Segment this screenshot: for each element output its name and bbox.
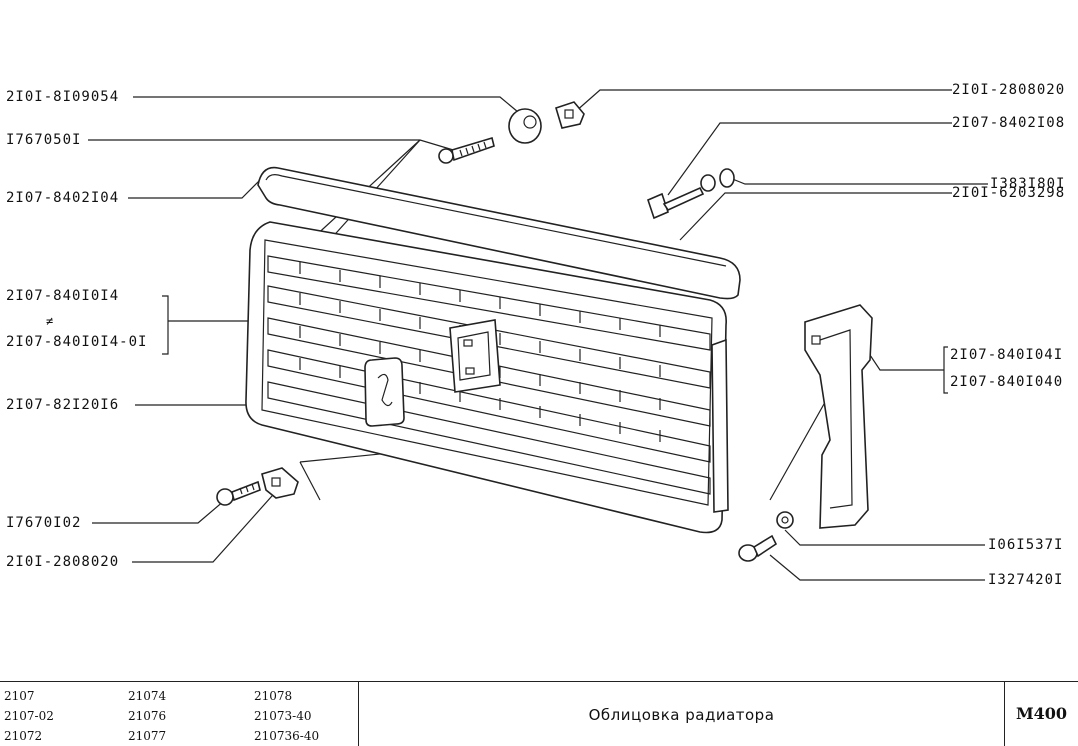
model-code: 21074	[128, 689, 167, 703]
model-code: 2107	[4, 689, 35, 703]
emblem-badge	[364, 357, 405, 427]
bolt-right	[647, 168, 735, 220]
model-code: 21073-40	[254, 709, 312, 723]
footer-divider	[358, 682, 359, 746]
callout-label-bracket-b: 2I07-840I040	[950, 374, 1064, 390]
exploded-view-drawing	[88, 89, 988, 581]
washer-bottom-right	[776, 511, 794, 529]
self-tapping-screw-top	[438, 136, 495, 164]
model-code: 21077	[128, 729, 167, 743]
side-bracket	[804, 304, 873, 529]
model-code: 21078	[254, 689, 293, 703]
top-trim-strip	[257, 166, 741, 300]
clip-top	[555, 101, 585, 129]
callout-label-screw-bracket: I327420I	[988, 572, 1064, 588]
model-code: 2107-02	[4, 709, 54, 723]
model-column-1: 2107 2107-02 21072	[4, 686, 54, 746]
screw-bottom-right	[738, 534, 778, 562]
model-column-3: 21078 21073-40 210736-40	[254, 686, 319, 746]
callout-label-grille-variant: 2I07-840I0I4-0I	[6, 334, 148, 350]
callout-label-clip-bottom: 2I0I-2808020	[6, 554, 120, 570]
model-code: 21076	[128, 709, 167, 723]
callout-label-nut: I383I80I	[990, 176, 1066, 192]
clip-bottom	[261, 467, 299, 499]
callout-label-bolt: 2I07-8402I08	[952, 115, 1066, 131]
footer-divider	[1004, 682, 1005, 746]
diagram-title: Облицовка радиатора	[588, 706, 775, 724]
model-code: 21072	[4, 729, 43, 743]
rubber-bushing	[508, 108, 542, 144]
callout-label-screw-bottom: I7670I02	[6, 515, 82, 531]
callout-label-screw-top: I767050I	[6, 132, 82, 148]
sheet-code: M400	[1015, 704, 1068, 723]
title-block: 2107 2107-02 21072 21074 21076 21077 210…	[0, 681, 1078, 746]
callout-label-bracket-a: 2I07-840I04I	[950, 347, 1064, 363]
callout-label-not-equal: ≠	[46, 314, 55, 328]
self-tapping-screw-bottom	[216, 480, 261, 506]
callout-label-bushing: 2I0I-8I09054	[6, 89, 120, 105]
callout-label-clip-top: 2I0I-2808020	[952, 82, 1066, 98]
model-column-2: 21074 21076 21077	[128, 686, 166, 746]
callout-label-washer-bottom: I06I537I	[988, 537, 1064, 553]
center-latch	[449, 319, 501, 393]
callout-label-top-trim: 2I07-8402I04	[6, 190, 120, 206]
callout-label-emblem: 2I07-82I20I6	[6, 397, 120, 413]
model-code: 210736-40	[254, 729, 320, 743]
callout-label-washer: 2I0I-6203298	[952, 185, 1066, 201]
callout-label-grille: 2I07-840I0I4	[6, 288, 120, 304]
